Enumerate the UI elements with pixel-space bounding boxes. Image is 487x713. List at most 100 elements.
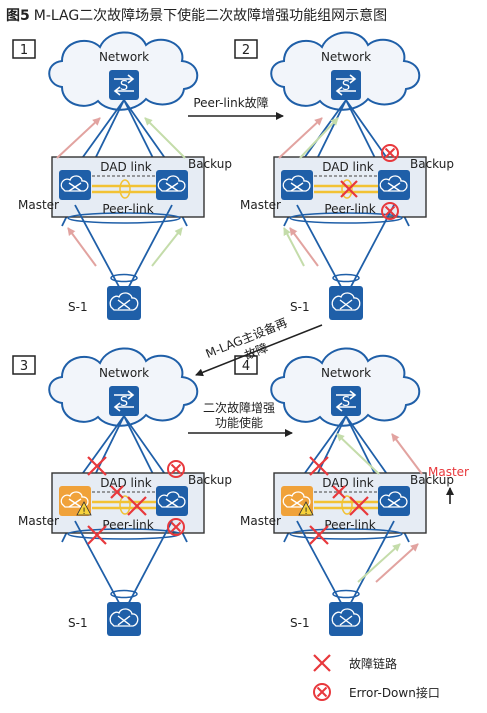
- peer-link-label: Peer-link: [324, 202, 375, 216]
- s1-label: S-1: [68, 616, 88, 630]
- panel-number: 4: [242, 359, 250, 374]
- network-label: Network: [99, 50, 149, 64]
- downlink-left: [296, 204, 347, 297]
- traffic-up-green: [144, 117, 186, 159]
- uplink-fault: [87, 456, 107, 476]
- network-switch: S: [331, 386, 361, 416]
- master-label: Master: [18, 514, 59, 528]
- peer-link-label: Peer-link: [324, 518, 375, 532]
- traffic-s1-red: [375, 543, 419, 583]
- traffic-up-green: [299, 117, 339, 159]
- downlink-fault: [87, 525, 107, 545]
- s1-switch: [107, 286, 141, 320]
- panel-number: 1: [20, 43, 28, 58]
- transition-1-2-label: Peer-link故障: [193, 95, 268, 110]
- backup-label: Backup: [188, 473, 232, 487]
- figure-number: 图5: [6, 8, 30, 24]
- panel-number-box: 3: [12, 355, 36, 375]
- master-label: Master: [18, 198, 59, 212]
- peer-link-label: Peer-link: [102, 518, 153, 532]
- transition-2-3-arrow: [195, 324, 323, 377]
- master-label: Master: [240, 198, 281, 212]
- eth-trunk-ellipse-s1: [110, 273, 138, 283]
- backup-label: Backup: [188, 157, 232, 171]
- master-label: Master: [240, 514, 281, 528]
- panel-number: 3: [20, 359, 28, 374]
- network-switch: S: [109, 70, 139, 100]
- error-down-down: [381, 202, 399, 220]
- backup-switch: [156, 170, 188, 200]
- eth-trunk-ellipse-s1: [332, 589, 360, 599]
- downlink-left: [296, 520, 347, 613]
- error-down-up: [167, 460, 185, 478]
- traffic-up-red: [278, 117, 323, 159]
- transition-1-2: Peer-link故障: [188, 95, 284, 120]
- traffic-s1-green: [357, 543, 401, 583]
- legend-error-down-label: Error-Down接口: [349, 685, 440, 700]
- panel-number-box: 2: [234, 39, 258, 59]
- transition-3-4-label-1: 二次故障增强: [203, 400, 275, 415]
- dad-link-label: DAD link: [322, 476, 374, 490]
- backup-label: Backup: [410, 473, 454, 487]
- downlink-left: [74, 204, 125, 297]
- panel-number-box: 1: [12, 39, 36, 59]
- warning-mark: !: [82, 507, 86, 517]
- legend-error-down-symbol: [313, 683, 331, 701]
- uplink-fault: [309, 456, 329, 476]
- eth-trunk-ellipse-mlag: [67, 212, 181, 224]
- dad-link-label: DAD link: [100, 160, 152, 174]
- panel-number: 2: [242, 43, 250, 58]
- peer-link-fault: [127, 496, 147, 516]
- eth-trunk-ellipse-mlag: [289, 212, 403, 224]
- traffic-up-green: [336, 433, 380, 475]
- panel-number-box: 4: [234, 355, 258, 375]
- new-master-label: Master: [428, 465, 469, 479]
- peer-link-ellipse: [119, 495, 131, 515]
- master-switch: !: [281, 486, 314, 517]
- backup-label: Backup: [410, 157, 454, 171]
- backup-switch: [156, 486, 188, 516]
- traffic-up-red: [391, 433, 423, 475]
- backup-switch: [378, 170, 410, 200]
- network-label: Network: [321, 366, 371, 380]
- traffic-s1-red: [67, 227, 97, 267]
- traffic-s1-green: [283, 227, 305, 267]
- s1-switch: [329, 602, 363, 636]
- eth-trunk-ellipse-s1: [332, 273, 360, 283]
- master-switch: [281, 170, 313, 200]
- master-switch: !: [59, 486, 92, 517]
- network-switch: S: [109, 386, 139, 416]
- figure-caption: M-LAG二次故障场景下使能二次故障增强功能组网示意图: [33, 8, 388, 24]
- s1-switch: [329, 286, 363, 320]
- dad-link-label: DAD link: [322, 160, 374, 174]
- network-switch: S: [331, 70, 361, 100]
- downlink-right: [123, 520, 173, 613]
- s1-switch: [107, 602, 141, 636]
- eth-trunk-ellipse-s1: [110, 589, 138, 599]
- switch-letter: S: [342, 79, 350, 94]
- traffic-up-red: [56, 117, 101, 159]
- traffic-s1-green: [151, 227, 183, 267]
- peer-link-fault: [349, 496, 369, 516]
- downlink-fault: [309, 525, 329, 545]
- error-down-down: [167, 518, 185, 536]
- peer-link-fault: [340, 180, 358, 198]
- peer-link-ellipse: [341, 495, 353, 515]
- dad-fault: [110, 485, 124, 499]
- s1-label: S-1: [68, 300, 88, 314]
- switch-letter: S: [120, 395, 128, 410]
- s1-label: S-1: [290, 300, 310, 314]
- legend-fault-link-symbol: [313, 654, 331, 672]
- switch-letter: S: [342, 395, 350, 410]
- peer-link-ellipse: [341, 179, 353, 199]
- warning-mark: !: [304, 507, 308, 517]
- dad-fault: [332, 485, 346, 499]
